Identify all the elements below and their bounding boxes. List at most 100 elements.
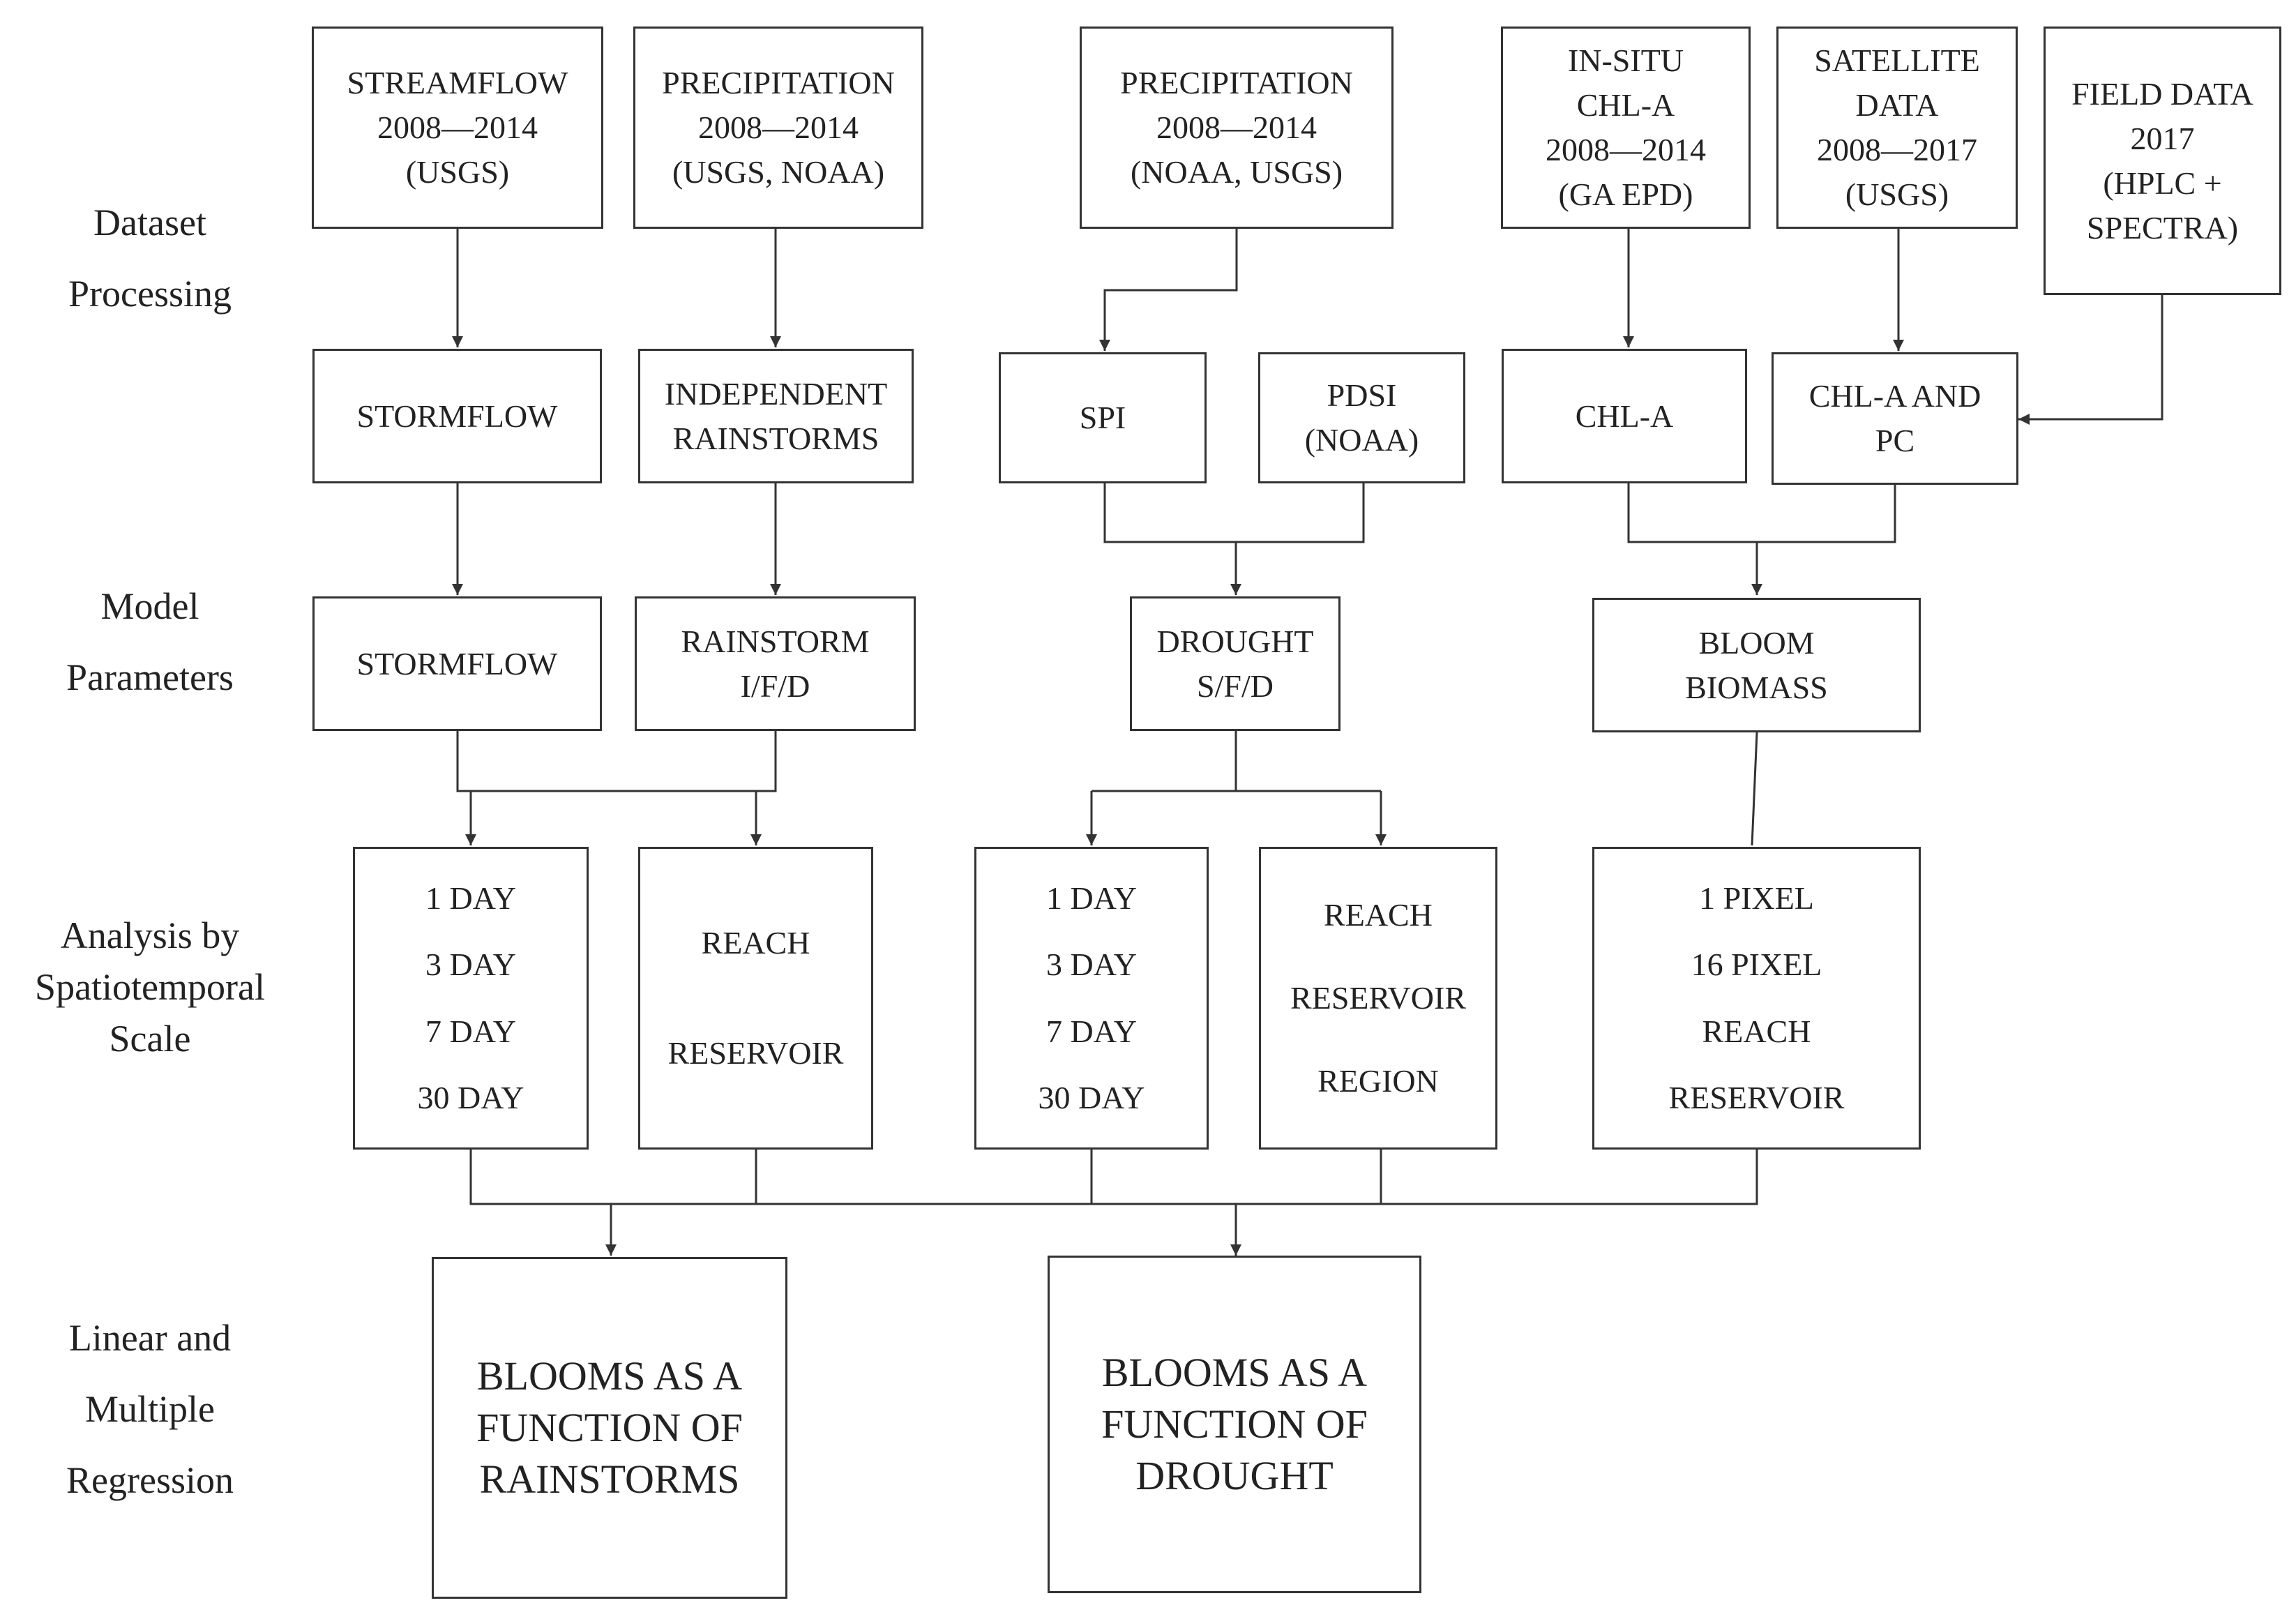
satellite-data-box-line-4: (USGS) [1845, 176, 1949, 212]
rainstorm-ifd-box-line-2: I/F/D [740, 668, 810, 704]
blooms-function-of-drought-box-line-1: BLOOMS AS A [1101, 1350, 1368, 1395]
stage-label-regression-line-2: Multiple [85, 1388, 215, 1430]
stage-label-dataset-processing-line-1: Dataset [93, 202, 206, 243]
bloom-biomass-box: BLOOM BIOMASS [1592, 598, 1921, 732]
blooms-function-of-drought-box-line-2: FUNCTION OF [1101, 1401, 1368, 1447]
chla-and-pc-box-line-1: CHL-A AND [1808, 378, 1981, 414]
spatial-scale-bloom-box-line-2: 16 PIXEL [1691, 947, 1822, 983]
precipitation-data-box-noaa-usgs: PRECIPITATION 2008—2014 (NOAA, USGS) [1080, 27, 1394, 229]
spatial-scale-bloom-box-line-1: 1 PIXEL [1699, 880, 1814, 917]
temporal-scale-drought-box-line-2: 3 DAY [1046, 947, 1137, 983]
precipitation-data-box-usgs-noaa-line-3: (USGS, NOAA) [672, 154, 885, 190]
rainstorm-ifd-box-line-1: RAINSTORM [681, 623, 870, 659]
drought-sfd-box-line-2: S/F/D [1197, 668, 1274, 704]
streamflow-data-box-line-1: STREAMFLOW [347, 65, 568, 100]
stage-label-analysis-scale-line-2: Spatiotemporal [35, 966, 265, 1008]
streamflow-data-box-line-2: 2008—2014 [377, 110, 538, 145]
insitu-chla-data-box-line-1: IN-SITU [1567, 43, 1684, 78]
precipitation-data-box-noaa-usgs-line-3: (NOAA, USGS) [1130, 154, 1343, 190]
streamflow-data-box-line-3: (USGS) [405, 154, 510, 190]
field-data-box-line-3: (HPLC + [2103, 165, 2222, 201]
independent-rainstorms-box-line-2: RAINSTORMS [672, 420, 879, 456]
spatial-scale-bloom-box: 1 PIXEL 16 PIXEL REACH RESERVOIR [1592, 847, 1921, 1150]
spi-box: SPI [999, 352, 1207, 483]
field-data-box-line-2: 2017 [2130, 120, 2195, 156]
independent-rainstorms-box: INDEPENDENT RAINSTORMS [638, 349, 914, 483]
stage-label-analysis-scale-line-1: Analysis by [60, 914, 240, 956]
spatial-scale-rainstorms-box-line-2: RESERVOIR [667, 1035, 844, 1071]
field-data-box: FIELD DATA 2017 (HPLC + SPECTRA) [2044, 27, 2281, 295]
precipitation-data-box-usgs-noaa-line-2: 2008—2014 [698, 110, 859, 145]
connector-chla-pair [1627, 483, 1896, 543]
insitu-chla-data-box-line-2: CHL-A [1576, 87, 1675, 123]
stormflow-parameter-box: STORMFLOW [312, 596, 602, 731]
temporal-scale-rainstorms-box: 1 DAY 3 DAY 7 DAY 30 DAY [353, 847, 589, 1150]
spatial-scale-bloom-box-line-4: RESERVOIR [1668, 1079, 1845, 1115]
stage-label-regression-line-3: Regression [66, 1459, 234, 1501]
stormflow-processed-box-line-1: STORMFLOW [356, 398, 558, 434]
spatial-scale-rainstorms-box-line-1: REACH [701, 924, 810, 961]
chla-box-line-1: CHL-A [1575, 398, 1674, 434]
stage-label-model-parameters-line-1: Model [100, 585, 199, 627]
temporal-scale-rainstorms-box-line-4: 30 DAY [417, 1079, 524, 1115]
pdsi-box: PDSI (NOAA) [1258, 352, 1465, 483]
precipitation-data-box-usgs-noaa: PRECIPITATION 2008—2014 (USGS, NOAA) [633, 27, 923, 229]
independent-rainstorms-box-line-1: INDEPENDENT [664, 375, 888, 412]
arrow-precip-to-spi [1099, 229, 1238, 351]
spatial-scale-bloom-box-line-3: REACH [1702, 1013, 1811, 1049]
stage-label-model-parameters-line-2: Parameters [66, 656, 234, 698]
stormflow-processed-box: STORMFLOW [312, 349, 602, 483]
bloom-biomass-box-line-2: BIOMASS [1685, 669, 1828, 705]
blooms-function-of-rainstorms-box-line-2: FUNCTION OF [476, 1405, 743, 1450]
insitu-chla-data-box-line-3: 2008—2014 [1546, 132, 1706, 167]
stage-label-dataset-processing-line-2: Processing [68, 273, 232, 315]
field-data-box-line-4: SPECTRA) [2086, 209, 2239, 246]
connector-scales-bus [469, 1150, 1758, 1205]
temporal-scale-rainstorms-box-line-2: 3 DAY [425, 947, 516, 983]
stage-label-regression-line-1: Linear and [68, 1317, 232, 1359]
temporal-scale-drought-box-line-3: 7 DAY [1046, 1013, 1137, 1049]
field-data-box-line-1: FIELD DATA [2071, 75, 2253, 112]
insitu-chla-data-box-line-4: (GA EPD) [1558, 176, 1693, 212]
blooms-function-of-rainstorms-box: BLOOMS AS A FUNCTION OF RAINSTORMS [432, 1257, 787, 1599]
blooms-function-of-drought-box: BLOOMS AS A FUNCTION OF DROUGHT [1048, 1256, 1421, 1593]
stormflow-parameter-box-line-1: STORMFLOW [356, 645, 558, 682]
blooms-function-of-rainstorms-box-line-3: RAINSTORMS [479, 1456, 740, 1502]
connector-biomass-to-bloom-scale [1751, 732, 1758, 846]
temporal-scale-drought-box-line-1: 1 DAY [1046, 880, 1137, 917]
spatial-scale-drought-box-line-1: REACH [1324, 897, 1433, 933]
chla-box: CHL-A [1502, 349, 1747, 483]
spi-box-line-1: SPI [1079, 400, 1126, 435]
blooms-function-of-rainstorms-box-line-1: BLOOMS AS A [476, 1353, 743, 1399]
streamflow-data-box: STREAMFLOW 2008—2014 (USGS) [312, 27, 603, 229]
chla-and-pc-box: CHL-A AND PC [1772, 352, 2018, 485]
chla-and-pc-box-line-2: PC [1875, 423, 1915, 458]
precipitation-data-box-usgs-noaa-line-1: PRECIPITATION [662, 65, 895, 100]
rainstorm-ifd-box: RAINSTORM I/F/D [635, 596, 916, 731]
temporal-scale-rainstorms-box-line-3: 7 DAY [425, 1013, 516, 1049]
spatial-scale-rainstorms-box: REACH RESERVOIR [638, 847, 873, 1150]
precipitation-data-box-noaa-usgs-line-1: PRECIPITATION [1120, 65, 1353, 100]
spatial-scale-drought-box-line-2: RESERVOIR [1290, 980, 1466, 1016]
satellite-data-box-line-2: DATA [1855, 87, 1939, 123]
insitu-chla-data-box: IN-SITU CHL-A 2008—2014 (GA EPD) [1501, 27, 1751, 229]
temporal-scale-rainstorms-box-line-1: 1 DAY [425, 880, 516, 917]
pdsi-box-line-1: PDSI [1327, 377, 1397, 413]
satellite-data-box-line-3: 2008—2017 [1817, 132, 1977, 167]
temporal-scale-drought-box: 1 DAY 3 DAY 7 DAY 30 DAY [974, 847, 1209, 1150]
precipitation-data-box-noaa-usgs-line-2: 2008—2014 [1156, 110, 1317, 145]
stage-label-analysis-scale-line-3: Scale [109, 1018, 191, 1060]
drought-sfd-box-line-1: DROUGHT [1156, 623, 1314, 659]
drought-sfd-box: DROUGHT S/F/D [1130, 596, 1340, 731]
blooms-function-of-drought-box-line-3: DROUGHT [1135, 1453, 1334, 1498]
connector-rain-params [456, 731, 777, 792]
pdsi-box-line-2: (NOAA) [1304, 422, 1419, 458]
bloom-biomass-box-line-1: BLOOM [1698, 624, 1815, 661]
temporal-scale-drought-box-line-4: 30 DAY [1038, 1079, 1145, 1115]
